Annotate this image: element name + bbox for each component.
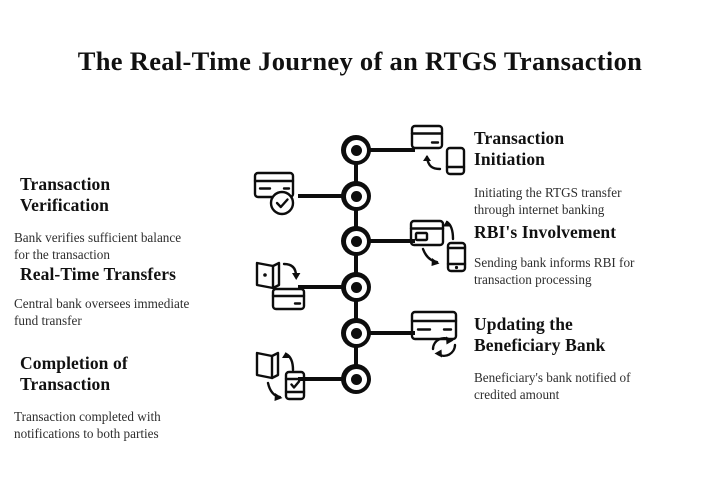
step-3-description: Sending bank informs RBI for transaction… (474, 255, 704, 288)
step-5-icon-card-sync-icon (410, 310, 466, 360)
step-4-heading: Real-Time Transfers (20, 264, 244, 285)
step-2-icon-card-check-icon (253, 171, 301, 217)
step-5-desc-line1: Beneficiary's bank notified of (474, 370, 631, 385)
connector-step-6 (298, 377, 344, 381)
step-1-heading-line1: Transaction (474, 128, 565, 148)
step-2-heading-line1: Transaction (20, 174, 111, 194)
timeline-node-1[interactable] (341, 135, 371, 165)
step-6-heading-line2: Transaction (20, 374, 111, 394)
step-4-desc-line1: Central bank oversees immediate (14, 296, 190, 311)
step-1-heading: Transaction Initiation (474, 128, 694, 170)
connector-step-5 (369, 331, 415, 335)
step-5-desc-line2: credited amount (474, 386, 560, 402)
step-2-heading-line2: Verification (20, 195, 110, 215)
step-1-description: Initiating the RTGS transfer through int… (474, 185, 704, 218)
connector-step-3 (369, 239, 415, 243)
step-2-desc-line2: for the transaction (14, 246, 110, 262)
timeline-node-4[interactable] (341, 272, 371, 302)
step-4-heading-line1: Real-Time Transfers (20, 264, 176, 284)
step-3-desc-line1: Sending bank informs RBI for (474, 255, 635, 270)
step-5-heading-line2: Beneficiary Bank (474, 335, 606, 355)
connector-step-2 (298, 194, 344, 198)
step-5-heading-line1: Updating the (474, 314, 573, 334)
step-6-heading-line1: Completion of (20, 353, 128, 373)
step-5-description: Beneficiary's bank notified of credited … (474, 370, 704, 403)
step-4-desc-line2: fund transfer (14, 312, 82, 328)
step-6-icon-wallet-phone-check-icon (253, 350, 307, 402)
step-3-desc-line2: transaction processing (474, 271, 592, 287)
step-1-heading-line2: Initiation (474, 149, 546, 169)
timeline-spine (354, 150, 358, 379)
step-6-description: Transaction completed with notifications… (14, 409, 244, 442)
timeline-node-2[interactable] (341, 181, 371, 211)
step-1-desc-line2: through internet banking (474, 201, 605, 217)
connector-step-4 (298, 285, 344, 289)
step-6-desc-line2: notifications to both parties (14, 425, 159, 441)
step-1-icon-card-to-phone-arrow-icon (410, 124, 466, 176)
step-3-icon-card-phone-exchange-icon (409, 219, 467, 275)
step-6-desc-line1: Transaction completed with (14, 409, 161, 424)
connector-step-1 (369, 148, 415, 152)
page-title: The Real-Time Journey of an RTGS Transac… (77, 46, 643, 76)
step-5-heading: Updating the Beneficiary Bank (474, 314, 704, 356)
timeline-node-5[interactable] (341, 318, 371, 348)
step-4-icon-wallet-to-card-arrow-icon (253, 260, 307, 312)
timeline-node-6[interactable] (341, 364, 371, 394)
step-4-description: Central bank oversees immediate fund tra… (14, 296, 244, 329)
step-2-desc-line1: Bank verifies sufficient balance (14, 230, 182, 245)
step-6-heading: Completion of Transaction (20, 353, 244, 395)
step-2-heading: Transaction Verification (20, 174, 244, 216)
step-2-description: Bank verifies sufficient balance for the… (14, 230, 244, 263)
step-3-heading: RBI's Involvement (474, 222, 704, 243)
timeline-node-3[interactable] (341, 226, 371, 256)
step-3-heading-line1: RBI's Involvement (474, 222, 617, 242)
step-1-desc-line1: Initiating the RTGS transfer (474, 185, 622, 200)
